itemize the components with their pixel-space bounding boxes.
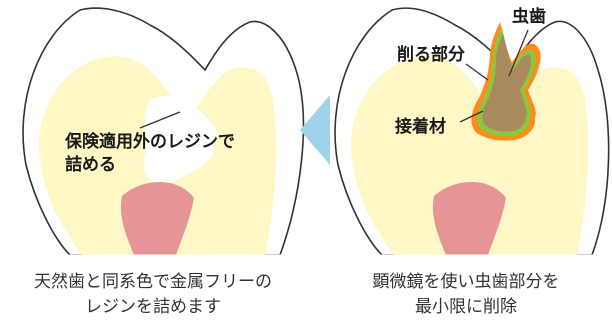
right-caption-line2: 最小限に削除 (415, 297, 517, 317)
filling-label-line2: 詰める (65, 155, 116, 175)
arrow-left-icon (300, 95, 330, 165)
right-tooth-caries (482, 34, 531, 132)
left-tooth-pulp (120, 182, 194, 255)
left-tooth (0, 7, 305, 258)
right-tooth (330, 7, 612, 258)
left-caption-line1: 天然歯と同系色で金属フリーの (34, 272, 272, 292)
leader-line-bonding (459, 110, 484, 123)
left-caption-line2: レジンを詰めます (85, 297, 221, 317)
left-tooth-filling (143, 95, 218, 186)
caries-label: 虫歯 (512, 7, 546, 27)
bonding-label: 接着材 (395, 117, 446, 137)
leader-line-filling (139, 111, 181, 129)
cut-area-label: 削る部分 (397, 45, 465, 65)
leader-line-caries (508, 29, 529, 77)
right-caption-line1: 顕微鏡を使い虫歯部分を (372, 272, 560, 292)
leader-line-cut (465, 63, 489, 81)
right-tooth-pulp (432, 182, 506, 255)
filling-label-line1: 保険適用外のレジンで (65, 132, 235, 152)
